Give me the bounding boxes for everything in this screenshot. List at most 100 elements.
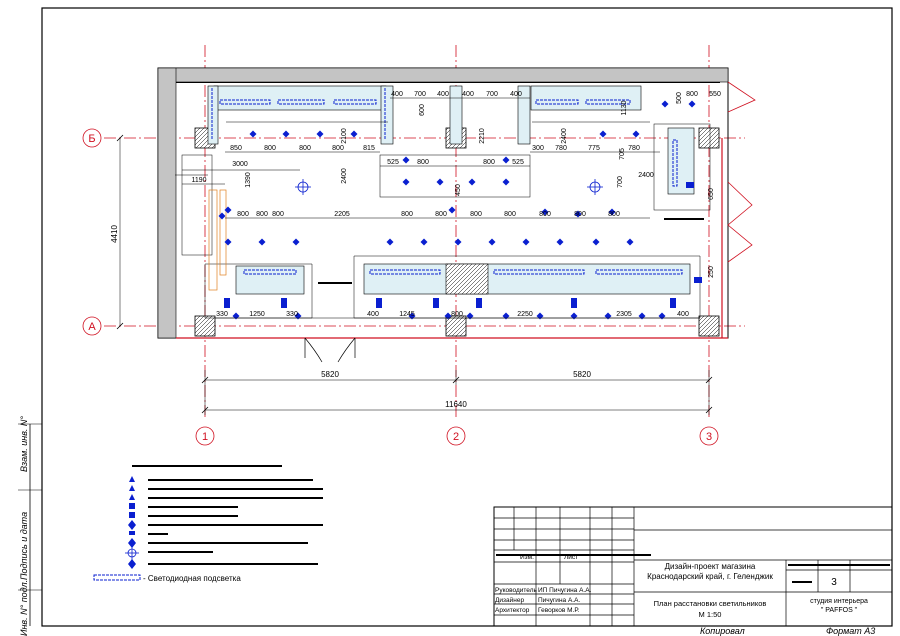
tb-role-1: Дизайнер (495, 596, 524, 604)
lamp-marker (661, 100, 669, 108)
lamp-marker (224, 206, 232, 214)
led-strips (211, 88, 683, 275)
axis-label-3: 3 (706, 431, 712, 443)
dim-bottom-7: 2305 (616, 311, 632, 318)
lamp-marker (258, 238, 266, 246)
dim-row3-0: 800 (256, 211, 268, 218)
dim-top-b-3: 800 (332, 145, 344, 152)
lamp-marker (502, 312, 510, 320)
dim-bottom-6: 2250 (517, 311, 533, 318)
dim-top-a-1: 700 (414, 91, 426, 98)
lamp-marker (282, 130, 290, 138)
plan-dot-leaders (318, 218, 704, 284)
dim-row3-4: 800 (435, 211, 447, 218)
side-label-vzam: Взам. инв. N° (19, 416, 29, 472)
axis-label-1: 1 (202, 431, 208, 443)
axis-marker-3 (699, 426, 719, 446)
dim-vs-9: 700 (617, 176, 624, 188)
lamp-marker (218, 212, 226, 220)
dim-top-b-0: 850 (230, 145, 242, 152)
dim-vs-12: 250 (708, 266, 715, 278)
building-walls (157, 67, 756, 363)
lamp-marker (468, 178, 476, 186)
axis-label-a: А (88, 321, 96, 333)
dim-mid-2: 800 (483, 159, 495, 166)
tb-project: Дизайн-проект магазина Краснодарский кра… (647, 562, 773, 581)
dim-vs-4: 2400 (561, 128, 568, 144)
tb-format: Формат А3 (826, 626, 875, 636)
axis-marker-b (82, 128, 102, 148)
lamp-marker (556, 238, 564, 246)
tb-sheet-no: 3 (831, 577, 837, 588)
dim-vs-0: 600 (419, 104, 426, 116)
dim-mid-1: 800 (417, 159, 429, 166)
dim-bottom-4: 1245 (399, 311, 415, 318)
dim-vs-11: 650 (708, 188, 715, 200)
dim-row3-1: 800 (272, 211, 284, 218)
dim-top-a-6: 800 (686, 91, 698, 98)
lamp-marker (402, 178, 410, 186)
lamp-marker (522, 238, 530, 246)
dim-mid-0: 525 (387, 159, 399, 166)
tb-header-izm: Изм. (520, 554, 534, 561)
lamp-marker (638, 312, 646, 320)
tb-copy: Копировал (700, 626, 745, 636)
lamp-marker (599, 130, 607, 138)
dim-top-b-8: 780 (628, 145, 640, 152)
lamp-marker (448, 206, 456, 214)
dim-mid-3: 525 (512, 159, 524, 166)
lamp-marker (541, 208, 549, 216)
tb-sheet-title: План расстановки светильников (654, 599, 767, 608)
dim-top-a-2: 400 (437, 91, 449, 98)
dim-top-b-1: 800 (264, 145, 276, 152)
dim-bottom-3: 400 (367, 311, 379, 318)
title-block (493, 506, 893, 627)
lamp-marker (436, 178, 444, 186)
dim-vs-1: 2100 (341, 128, 348, 144)
dim-vs-10: 705 (619, 148, 626, 160)
lamp-marker (658, 312, 666, 320)
axis-lines (104, 45, 745, 420)
orange-zone (208, 189, 227, 291)
legend-led-icon (93, 574, 141, 581)
dim-row3-5: 800 (470, 211, 482, 218)
tb-top-dots (788, 564, 890, 566)
dimension-lines (119, 97, 710, 415)
dim-vs-8: 450 (455, 184, 462, 196)
dim-row3-3: 800 (401, 211, 413, 218)
lamp-marker (350, 130, 358, 138)
dim-row3-9: 800 (608, 211, 620, 218)
lamp-marker (592, 238, 600, 246)
dim-top-a-0: 400 (391, 91, 403, 98)
dim-top-a-3: 400 (462, 91, 474, 98)
dim-left-a: 3000 (232, 161, 248, 168)
dim-span-left: 5820 (321, 370, 339, 379)
legend-rows (132, 465, 323, 565)
dim-top-b-5: 300 (532, 145, 544, 152)
dimension-texts: 400 700 400 400 700 400 800 550 850 800 … (110, 91, 721, 409)
dim-bottom-1: 1250 (249, 311, 265, 318)
dim-top-b-7: 775 (588, 145, 600, 152)
dimension-ticks (116, 134, 713, 414)
lamp-marker (466, 312, 474, 320)
lamp-marker (536, 312, 544, 320)
dim-span-right: 5820 (573, 370, 591, 379)
tb-role-0: Руководитель (495, 587, 537, 594)
tb-header-dots (496, 554, 651, 556)
side-label-sign: Подпись и дата (19, 512, 29, 580)
tb-name-0: ИП Пичугина А.А. (538, 587, 592, 594)
lamp-marker (386, 238, 394, 246)
lamp-marker (502, 178, 510, 186)
dim-top-b-2: 800 (299, 145, 311, 152)
lamp-marker (454, 238, 462, 246)
pendant-fixtures (295, 179, 603, 195)
dim-bottom-8: 400 (677, 311, 689, 318)
columns (194, 127, 720, 337)
lamp-marker (604, 312, 612, 320)
dim-right-a: 2400 (638, 172, 654, 179)
shelving (207, 85, 695, 295)
lamp-marker (608, 208, 616, 216)
lamp-marker (249, 130, 257, 138)
axis-marker-2 (446, 426, 466, 446)
